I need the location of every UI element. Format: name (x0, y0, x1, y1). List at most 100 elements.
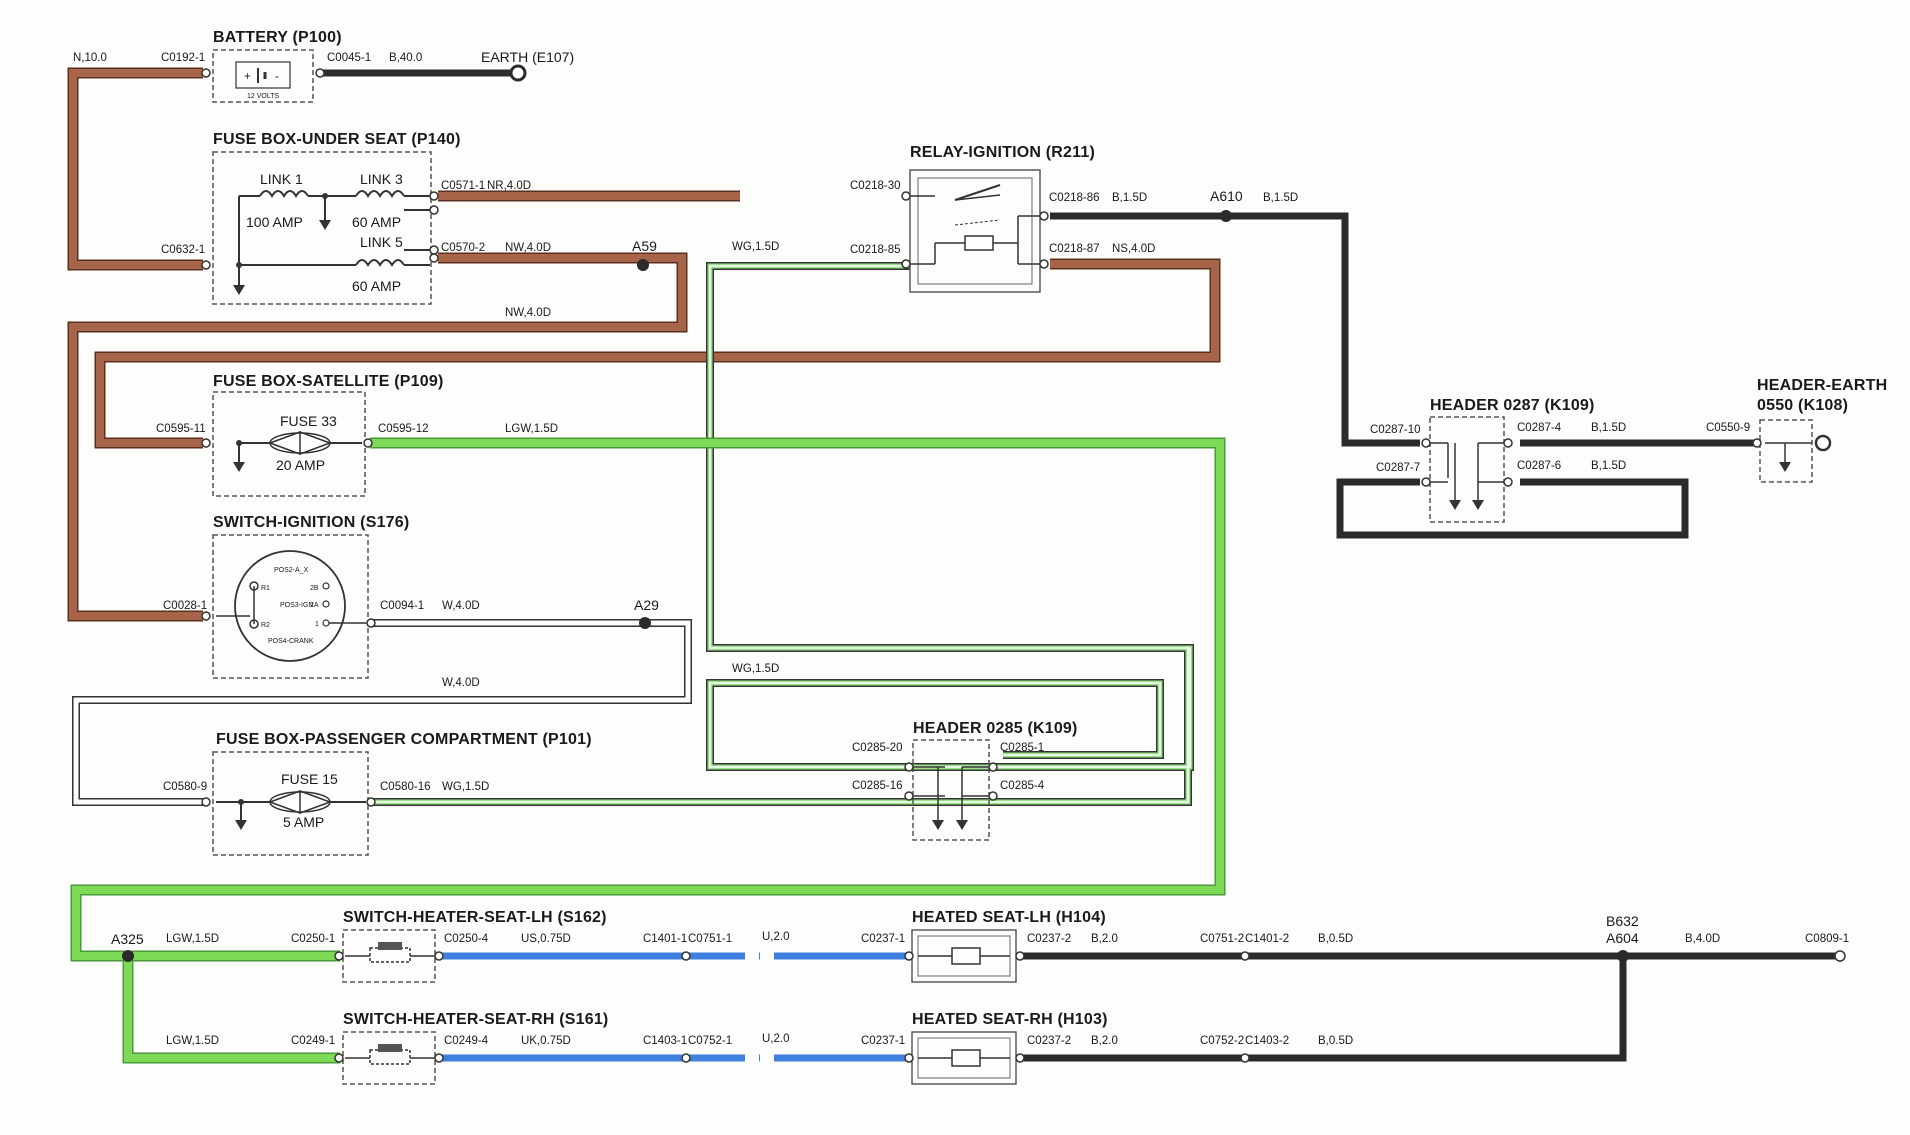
relay-title: RELAY-IGNITION (R211) (910, 144, 1095, 161)
wire-labels: N,10.0 B,40.0 NR,4.0D NW,4.0D NW,4.0D WG… (73, 52, 1720, 1047)
switch-heater-seat-lh (342, 929, 436, 983)
wire-b15b: B,1.5D (1263, 192, 1298, 204)
battery-title: BATTERY (P100) (213, 29, 342, 46)
conn-c1403-2: C1403-2 (1245, 1035, 1289, 1047)
conn-c0094-1: C0094-1 (380, 600, 424, 612)
conn-c0809-1: C0809-1 (1805, 933, 1849, 945)
wire-b20a: B,2.0 (1091, 933, 1118, 945)
wire-us075: US,0.75D (521, 933, 571, 945)
conn-c1403-1: C1403-1 (643, 1035, 687, 1047)
conn-c0580-9: C0580-9 (163, 781, 207, 793)
ign-term-2b: 2B (310, 585, 319, 592)
conn-c0285-4: C0285-4 (1000, 780, 1045, 792)
conn-c0237-1-rh: C0237-1 (861, 1035, 905, 1047)
blue-wires (440, 952, 910, 1062)
battery-minus: - (275, 71, 279, 83)
wire-nw40b: NW,4.0D (505, 307, 551, 319)
link3-amp: 60 AMP (352, 214, 401, 230)
wire-w40b: W,4.0D (442, 677, 480, 689)
wire-b40d: B,4.0D (1685, 933, 1720, 945)
header-earth-title-1: HEADER-EARTH (1757, 377, 1887, 394)
conn-c0751-1: C0751-1 (688, 933, 732, 945)
splice-a325 (122, 950, 134, 962)
conn-c0752-1: C0752-1 (688, 1035, 732, 1047)
ign-term-2a: 2A (310, 602, 319, 609)
wire-u20b: U,2.0 (762, 1033, 790, 1045)
connector-pins (201, 68, 1846, 1063)
wire-wg15b: WG,1.5D (732, 663, 779, 675)
heated-seat-rh-title: HEATED SEAT-RH (H103) (912, 1011, 1108, 1028)
conn-c0045-1: C0045-1 (327, 52, 371, 64)
fuse-box-satellite (212, 391, 366, 497)
wire-uk075: UK,0.75D (521, 1035, 571, 1047)
splice-a59 (637, 259, 649, 271)
switch-ignition-title: SWITCH-IGNITION (S176) (213, 514, 409, 531)
wire-w40a: W,4.0D (442, 600, 480, 612)
header0287-title: HEADER 0287 (K109) (1430, 397, 1595, 414)
wire-b15d: B,1.5D (1591, 460, 1626, 472)
conn-c0595-11: C0595-11 (156, 423, 206, 435)
relay-ignition (909, 169, 1041, 293)
conn-c0287-4: C0287-4 (1517, 422, 1562, 434)
wire-wg15a: WG,1.5D (732, 241, 779, 253)
fuse33-label: FUSE 33 (280, 413, 337, 429)
wire-b15c: B,1.5D (1591, 422, 1626, 434)
wire-b20b: B,2.0 (1091, 1035, 1118, 1047)
wire-wg15c: WG,1.5D (442, 781, 489, 793)
battery-volts: 12 VOLTS (247, 93, 279, 100)
conn-c0218-87: C0218-87 (1049, 243, 1100, 255)
conn-c0287-10: C0287-10 (1370, 424, 1421, 436)
fuse-passenger-title: FUSE BOX-PASSENGER COMPARTMENT (P101) (216, 731, 592, 748)
earth-e107-symbol (509, 64, 527, 82)
splice-a29-label: A29 (634, 597, 659, 613)
conn-c0218-85: C0218-85 (850, 244, 901, 256)
wire-nr40: NR,4.0D (487, 180, 531, 192)
switch-seat-rh-title: SWITCH-HEATER-SEAT-RH (S161) (343, 1011, 608, 1028)
conn-c0285-1: C0285-1 (1000, 742, 1044, 754)
conn-c0580-16: C0580-16 (380, 781, 431, 793)
conn-c0192-1: C0192-1 (161, 52, 205, 64)
fuse-box-under-seat (212, 151, 432, 305)
conn-c0550-9: C0550-9 (1706, 422, 1750, 434)
conn-c0595-12: C0595-12 (378, 423, 429, 435)
conn-c0287-7: C0287-7 (1376, 462, 1420, 474)
link1-label: LINK 1 (260, 171, 303, 187)
conn-c0237-2-lh: C0237-2 (1027, 933, 1071, 945)
wire-lgw15c: LGW,1.5D (166, 1035, 219, 1047)
black-wires (323, 69, 1838, 1062)
battery-component: + - 12 VOLTS (212, 49, 314, 103)
brown-wires (67, 67, 1221, 622)
splice-a610-label: A610 (1210, 188, 1243, 204)
conn-c1401-1: C1401-1 (643, 933, 687, 945)
ign-pos-crank: POS4-CRANK (268, 638, 314, 645)
fuse-satellite-title: FUSE BOX-SATELLITE (P109) (213, 373, 444, 390)
conn-c0287-6: C0287-6 (1517, 460, 1561, 472)
wire-b05a: B,0.5D (1318, 933, 1353, 945)
splice-labels: A59 A610 A29 A325 B632 A604 (111, 188, 1639, 947)
splice-a325-label: A325 (111, 931, 144, 947)
conn-c0218-30: C0218-30 (850, 180, 901, 192)
fuse-under-seat-title: FUSE BOX-UNDER SEAT (P140) (213, 131, 461, 148)
splice-a59-label: A59 (632, 238, 657, 254)
switch-heater-seat-rh (342, 1031, 436, 1085)
heated-seat-lh (911, 929, 1017, 983)
conn-c0250-1: C0250-1 (291, 933, 335, 945)
conn-c0218-86: C0218-86 (1049, 192, 1100, 204)
battery-plus: + (244, 71, 251, 83)
wg-wires (370, 262, 1194, 806)
conn-c0751-2: C0751-2 (1200, 933, 1244, 945)
splice-points (122, 210, 1629, 962)
switch-ignition: POS2-A_X POS3-IGN POS4-CRANK 2B 2A 1 R1 … (212, 534, 369, 679)
conn-c0285-20: C0285-20 (852, 742, 903, 754)
conn-c0028-1: C0028-1 (163, 600, 207, 612)
splice-a604-label: A604 (1606, 930, 1639, 946)
fuse-box-passenger (212, 751, 369, 856)
conn-c0250-4: C0250-4 (444, 933, 489, 945)
link5-label: LINK 5 (360, 234, 403, 250)
wire-n10: N,10.0 (73, 52, 107, 64)
earth-e107-label: EARTH (E107) (481, 49, 574, 65)
wire-lgw15b: LGW,1.5D (166, 933, 219, 945)
conn-c0237-1-lh: C0237-1 (861, 933, 905, 945)
wire-b40: B,40.0 (389, 52, 422, 64)
